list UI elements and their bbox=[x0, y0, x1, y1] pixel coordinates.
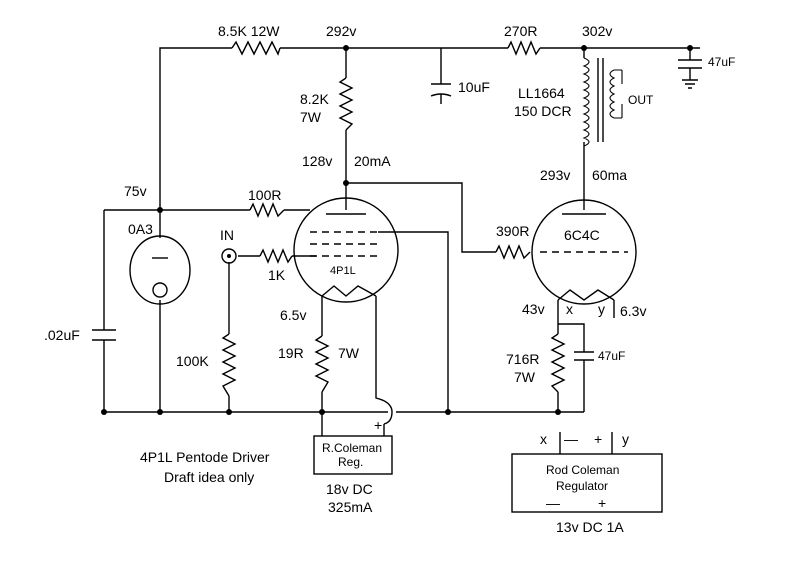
label-c-10: 10uF bbox=[458, 79, 490, 95]
label-r-270: 270R bbox=[504, 23, 537, 39]
junction-dot bbox=[101, 409, 107, 415]
label-y2: y bbox=[622, 431, 629, 447]
label-r-100r: 100R bbox=[248, 187, 281, 203]
resistor-100r bbox=[249, 202, 285, 218]
junction-dot bbox=[319, 409, 325, 415]
label-r-716: 716R bbox=[506, 351, 539, 367]
label-v63: 6.3v bbox=[620, 303, 646, 319]
label-v43: 43v bbox=[522, 301, 545, 317]
label-xfmr-dcr: 150 DCR bbox=[514, 103, 572, 119]
label-y: y bbox=[598, 301, 605, 317]
junction-dot bbox=[555, 409, 561, 415]
labels: 8.5K 12W 292v 270R 302v 47uF 10uF LL1664… bbox=[44, 23, 735, 535]
junction-dot bbox=[581, 45, 587, 51]
label-v292: 292v bbox=[326, 23, 356, 39]
junction-dot bbox=[687, 45, 693, 51]
label-r-8k2: 8.2K bbox=[300, 91, 329, 107]
resistor-390r bbox=[495, 244, 531, 260]
junction-dot bbox=[343, 45, 349, 51]
label-v293: 293v bbox=[540, 167, 570, 183]
wires bbox=[103, 47, 700, 454]
label-c-47-bottom: 47uF bbox=[598, 349, 625, 363]
label-i20: 20mA bbox=[354, 153, 391, 169]
junctions bbox=[101, 45, 693, 415]
label-c-02: .02uF bbox=[44, 327, 80, 343]
capacitor-10uf bbox=[430, 83, 452, 97]
label-reg1-i: 325mA bbox=[328, 499, 373, 515]
label-x2: x bbox=[540, 431, 547, 447]
capacitor-47uf-top bbox=[678, 59, 702, 69]
tube-6c4c bbox=[531, 199, 637, 305]
regulator-13v-box bbox=[511, 453, 663, 513]
label-r-1k: 1K bbox=[268, 267, 286, 283]
label-v302: 302v bbox=[582, 23, 612, 39]
capacitor-47uf-bottom bbox=[574, 351, 594, 361]
output-transformer bbox=[582, 57, 623, 147]
label-r-390: 390R bbox=[496, 223, 529, 239]
label-reg2-minus: — bbox=[546, 495, 560, 511]
label-plus2: + bbox=[594, 431, 602, 447]
label-reg1-line1: R.Coleman bbox=[322, 441, 382, 455]
junction-dot bbox=[445, 409, 451, 415]
label-i60: 60ma bbox=[592, 167, 627, 183]
junction-dot bbox=[226, 409, 232, 415]
label-v75: 75v bbox=[124, 183, 147, 199]
label-reg2-line2: Regulator bbox=[556, 479, 608, 493]
note-line1: 4P1L Pentode Driver bbox=[140, 449, 270, 465]
label-in: IN bbox=[220, 227, 234, 243]
label-out: OUT bbox=[628, 93, 654, 107]
label-r-716-w: 7W bbox=[514, 369, 536, 385]
resistor-716r bbox=[550, 333, 566, 393]
label-r-19: 19R bbox=[278, 345, 304, 361]
label-reg2-v: 13v DC 1A bbox=[556, 519, 624, 535]
label-tube-4p1l: 4P1L bbox=[330, 265, 356, 277]
label-x: x bbox=[566, 301, 573, 317]
label-c-47-top: 47uF bbox=[708, 55, 735, 69]
label-r-19-w: 7W bbox=[338, 345, 360, 361]
input-jack bbox=[221, 248, 237, 264]
label-tube-0a3: 0A3 bbox=[128, 221, 153, 237]
label-r-8k2-w: 7W bbox=[300, 109, 322, 125]
regulator-18v-box bbox=[313, 435, 393, 475]
resistor-1k bbox=[259, 248, 293, 264]
label-reg1-line2: Reg. bbox=[338, 455, 363, 469]
label-plus: + bbox=[374, 417, 382, 433]
label-xfmr-name: LL1664 bbox=[518, 85, 565, 101]
resistor-100k bbox=[221, 333, 237, 397]
resistor-8k2 bbox=[338, 77, 354, 131]
junction-dot bbox=[157, 409, 163, 415]
junction-dot bbox=[157, 207, 163, 213]
label-reg2-line1: Rod Coleman bbox=[546, 463, 619, 477]
label-v65: 6.5v bbox=[280, 307, 306, 323]
label-reg2-plus: + bbox=[598, 495, 606, 511]
resistor-270r bbox=[507, 40, 541, 56]
label-r-100k: 100K bbox=[176, 353, 209, 369]
label-tube-6c4c: 6C4C bbox=[564, 227, 600, 243]
tube-0a3 bbox=[129, 235, 191, 305]
label-reg1-v: 18v DC bbox=[326, 481, 373, 497]
label-v128: 128v bbox=[302, 153, 332, 169]
capacitor-02uf bbox=[92, 322, 116, 348]
label-r-8k5: 8.5K 12W bbox=[218, 23, 280, 39]
resistor-19r bbox=[314, 335, 330, 393]
note-line2: Draft idea only bbox=[164, 469, 254, 485]
junction-dot bbox=[343, 180, 349, 186]
label-minus2: — bbox=[564, 431, 578, 447]
tube-4p1l bbox=[293, 197, 399, 303]
resistor-8k5 bbox=[231, 40, 281, 56]
